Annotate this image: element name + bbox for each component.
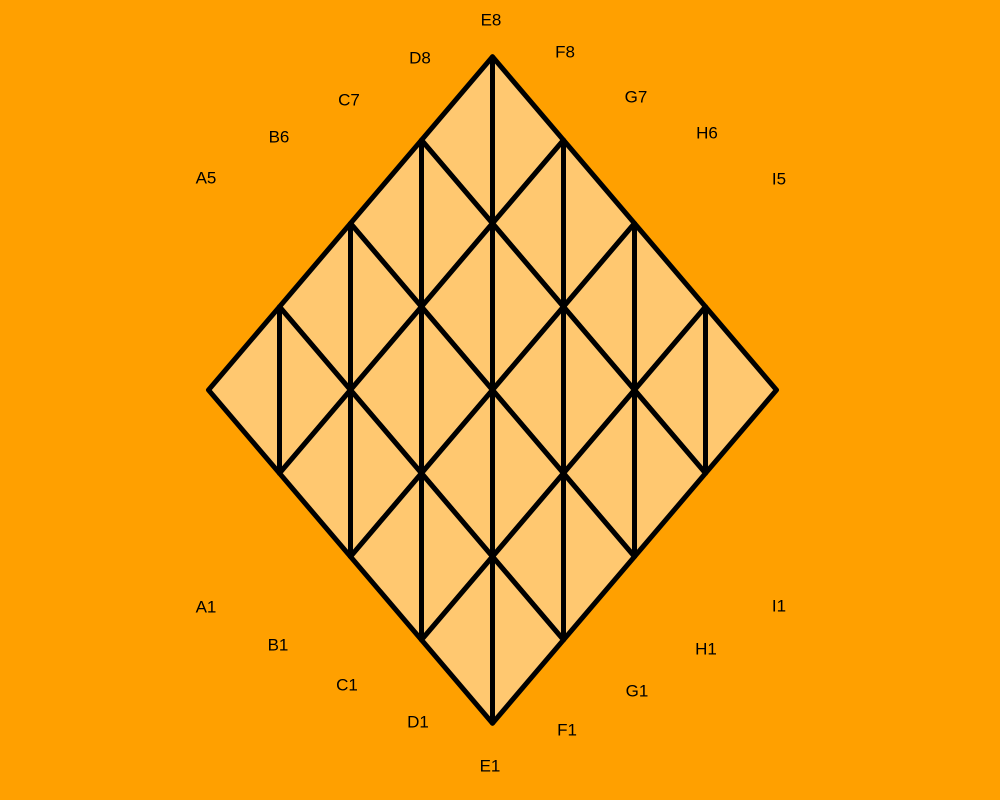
board-cells [206,54,779,726]
coord-label-a5: A5 [196,168,217,187]
board-cell-g-left-30[interactable] [632,387,708,560]
board-cell-e-left-22[interactable] [490,554,566,726]
coord-label-d1: D1 [407,712,429,731]
board-cell-a-right-0[interactable] [206,304,282,476]
coord-label-c1: C1 [336,675,358,694]
coord-label-e1: E1 [480,756,501,775]
coord-label-a1: A1 [196,597,217,616]
coord-label-g1: G1 [626,681,649,700]
coord-label-h1: H1 [695,639,717,658]
board-cell-f-left-27[interactable] [561,470,637,643]
coord-label-f1: F1 [557,720,577,739]
coord-label-e8: E8 [481,10,502,29]
coord-label-f8: F8 [555,42,575,61]
board-cell-h-left-31[interactable] [703,304,779,476]
coord-label-i5: I5 [772,169,786,188]
coord-label-g7: G7 [625,87,648,106]
coord-label-b6: B6 [269,127,290,146]
top-coordinate-labels: A5 B6 C7 D8 E8 F8 G7 H6 I5 [196,10,786,188]
bottom-coordinate-labels: A1 B1 C1 D1 E1 F1 G1 H1 I1 [196,596,786,775]
coord-label-i1: I1 [772,596,786,615]
coord-label-b1: B1 [268,635,289,654]
coord-label-c7: C7 [338,90,360,109]
coord-label-d8: D8 [409,48,431,67]
coord-label-h6: H6 [696,123,718,142]
